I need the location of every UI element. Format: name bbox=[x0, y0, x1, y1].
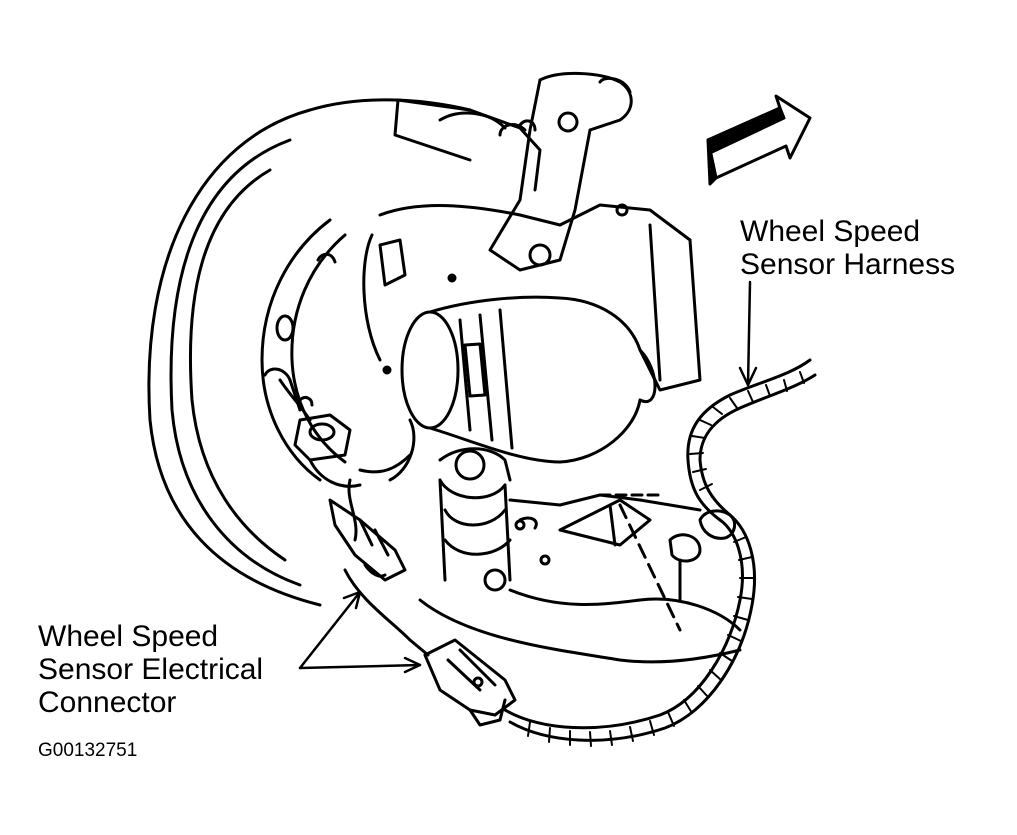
arrow-forward-icon bbox=[706, 94, 812, 186]
figure-id: G00132751 bbox=[38, 740, 138, 761]
sensor-electrical-connector bbox=[408, 638, 517, 727]
harness-label-line-2: Sensor Harness bbox=[740, 248, 956, 281]
axle-shaft bbox=[400, 295, 657, 464]
harness-label: Wheel Speed Sensor Harness bbox=[740, 215, 955, 281]
harness-label-line-1: Wheel Speed bbox=[740, 215, 921, 248]
harness-leader-line bbox=[738, 280, 758, 387]
steering-knuckle bbox=[293, 413, 742, 664]
hub-flange bbox=[260, 218, 347, 482]
brake-caliper bbox=[362, 72, 702, 392]
connector-label-line-2: Sensor Electrical bbox=[38, 653, 264, 686]
connector-label-line-1: Wheel Speed bbox=[38, 620, 219, 653]
wheel-speed-sensor bbox=[263, 367, 416, 642]
connector-label-line-3: Connector bbox=[38, 686, 177, 719]
connector-leader-lines bbox=[298, 590, 422, 674]
connector-label: Wheel Speed Sensor Electrical Connector bbox=[38, 620, 263, 719]
sensor-harness bbox=[503, 358, 817, 747]
brake-rotor bbox=[147, 98, 472, 607]
